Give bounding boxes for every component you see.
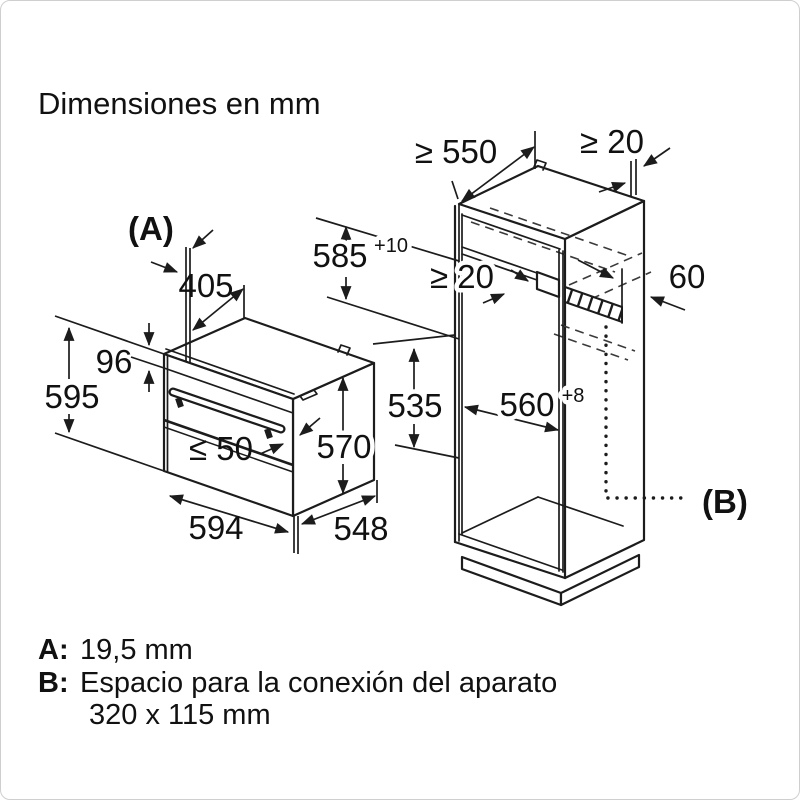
oven-top-notch <box>337 344 351 356</box>
oven-door-top-seam <box>163 367 294 414</box>
dim-label-niche-width-tol: +8 <box>562 385 585 407</box>
oven-front <box>162 352 295 518</box>
dim-label-oven-top-depth: 405 <box>178 267 233 304</box>
cabinet-bottom-inner <box>458 533 563 571</box>
dim-label-oven-side-height: 570 <box>316 428 371 465</box>
dim-label-niche-width: 560 <box>499 386 554 423</box>
dim-label-niche-height: 585 <box>312 237 367 274</box>
cabinet-bottom-front <box>453 540 567 580</box>
dim-label-oven-width: 594 <box>188 509 243 546</box>
dim-label-oven-height: 595 <box>44 378 99 415</box>
shelf-front-top <box>461 246 538 274</box>
marker-b: (B) <box>702 483 748 520</box>
connection-leader-dotted <box>604 325 691 500</box>
dim-label-shelf-rear-gap: ≥ 20 <box>430 258 494 295</box>
dim-label-rear-top-gap: ≥ 20 <box>580 123 644 160</box>
shelf-end-cap <box>535 270 561 299</box>
hidden-edge <box>568 252 643 286</box>
cabinet-bottom-depth-edge <box>461 496 539 534</box>
hidden-edge <box>560 324 636 352</box>
marker-a: (A) <box>128 210 174 247</box>
hidden-edge <box>489 207 630 257</box>
cabinet-bottom-back-edge <box>537 496 624 527</box>
hidden-edge <box>590 271 652 300</box>
cabinet-top-rail-inner <box>461 214 561 250</box>
plinth-side <box>559 553 641 607</box>
legend-b-key: B: <box>38 667 69 699</box>
dim-label-right-side: 60 <box>669 258 706 295</box>
oven-door-seam <box>163 418 294 467</box>
dim-label-oven-front-frame: 96 <box>96 343 133 380</box>
hidden-edge <box>470 221 616 273</box>
legend-b-text: Espacio para la conexión del aparato <box>80 667 557 699</box>
dimension-lines <box>54 131 691 554</box>
oven-door-seam-2 <box>163 426 294 473</box>
legend: A: 19,5 mm B: Espacio para la conexión d… <box>38 634 557 731</box>
dim-label-cabinet-depth: ≥ 550 <box>415 133 497 170</box>
page-title: Dimensiones en mm <box>38 86 321 121</box>
dim-label-lower-niche-height: 535 <box>387 387 442 424</box>
oven-side-slot <box>299 389 318 401</box>
legend-a-key: A: <box>38 634 69 666</box>
dim-label-oven-door-gap: ≤ 50 <box>189 430 253 467</box>
dim-label-oven-depth: 548 <box>333 510 388 547</box>
oven-drawing <box>162 316 376 518</box>
cabinet-drawing <box>453 159 652 607</box>
legend-a-value: 19,5 mm <box>80 634 193 666</box>
hidden-edge <box>553 333 629 361</box>
dim-label-niche-height-tol: +10 <box>374 235 408 257</box>
legend-b-size: 320 x 115 mm <box>89 699 271 731</box>
oven-handle <box>168 387 286 439</box>
oven-top-front-lip <box>165 348 295 395</box>
